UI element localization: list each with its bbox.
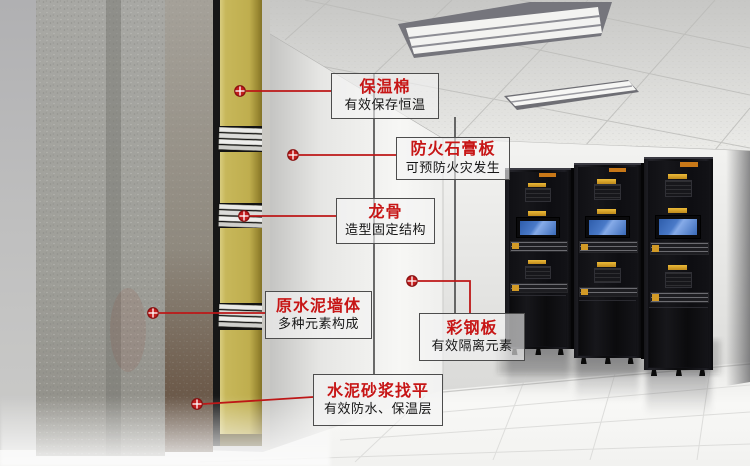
rack-lower-door — [578, 300, 637, 356]
rack-equipment-module — [594, 184, 621, 200]
rack-foot — [580, 358, 587, 364]
vent-tag — [651, 294, 659, 301]
callout-fireproof-gypsum-board: 防火石膏板 可预防火灾发生 — [396, 137, 510, 180]
rack-brand-label — [608, 168, 627, 173]
vent-tag — [651, 244, 659, 253]
rack-lower-door — [648, 306, 709, 367]
rack-foot — [675, 370, 682, 376]
rack-vent-row — [649, 291, 710, 304]
rack-label-chip — [528, 211, 546, 216]
rack-label-chip — [668, 207, 687, 213]
callout-subtitle: 有效隔离元素 — [431, 338, 513, 354]
rack-vent-row — [579, 241, 638, 253]
callout-subtitle: 多种元素构成 — [277, 316, 359, 332]
rack-label-chip — [597, 209, 616, 215]
concrete-stain — [110, 288, 146, 372]
callout-title: 彩钢板 — [446, 319, 498, 337]
concrete-texture — [36, 0, 165, 456]
rack-label-chip — [528, 182, 546, 188]
rack-foot — [604, 358, 611, 364]
background-wall-layer — [0, 0, 36, 450]
callout-title: 防火石膏板 — [410, 141, 496, 159]
server-rack-3 — [644, 157, 713, 376]
gypsum-edge — [262, 0, 270, 450]
rack-equipment-module — [664, 180, 693, 197]
callout-original-cement-wall: 原水泥墙体 多种元素构成 — [265, 291, 372, 339]
rack-foot — [535, 349, 542, 355]
rack-label-chip — [668, 173, 687, 180]
rack-equipment-module — [664, 271, 693, 288]
rack-monitor-screen — [584, 216, 630, 239]
rack-equipment-module — [524, 187, 552, 203]
rack-vent-row — [649, 242, 710, 255]
rack-brand-label — [679, 162, 698, 168]
rack-foot — [627, 358, 634, 364]
keel-bracket — [218, 203, 268, 229]
rack-label-chip — [597, 261, 616, 267]
rack-label-chip — [668, 264, 687, 270]
server-rack-2 — [574, 163, 641, 364]
callout-title: 原水泥墙体 — [275, 297, 361, 315]
rack-monitor-screen — [655, 214, 702, 240]
callout-subtitle: 造型固定结构 — [344, 222, 426, 238]
rack-label-chip — [528, 259, 546, 265]
rack-vent-row — [510, 240, 568, 252]
layer-gap-shadow — [213, 0, 220, 446]
rack-vent-row — [579, 286, 638, 298]
callout-subtitle: 有效保存恒温 — [344, 97, 426, 113]
callout-subtitle: 有效防水、保温层 — [323, 401, 432, 417]
ceiling-texture — [263, 0, 750, 151]
vent-tag — [512, 243, 519, 250]
callout-keel: 龙骨 造型固定结构 — [336, 198, 435, 244]
rack-gap — [571, 168, 574, 349]
vent-tag — [581, 243, 589, 251]
rack-foot — [650, 370, 658, 376]
callout-title: 龙骨 — [368, 203, 403, 221]
rack-brand-label — [539, 172, 557, 177]
rack-gap — [641, 163, 644, 359]
rack-foot — [557, 349, 564, 355]
rack-foot — [699, 370, 706, 376]
callout-color-steel-plate: 彩钢板 有效隔离元素 — [419, 313, 525, 361]
vent-tag — [512, 284, 519, 291]
screen-glass — [519, 220, 556, 235]
ceiling-light-fixture — [504, 80, 639, 110]
callout-title: 水泥砂浆找平 — [326, 382, 429, 400]
floor-fog — [0, 396, 330, 466]
keel-bracket — [218, 303, 268, 330]
rack-vent-row — [510, 282, 568, 293]
callout-subtitle: 可预防火灾发生 — [405, 159, 501, 175]
callout-insulation-cotton: 保温棉 有效保存恒温 — [331, 73, 439, 119]
callout-title: 保温棉 — [359, 78, 411, 96]
screen-glass — [588, 219, 626, 235]
keel-bracket — [218, 126, 268, 152]
callout-cement-mortar-leveling: 水泥砂浆找平 有效防水、保温层 — [313, 374, 443, 426]
rack-equipment-module — [594, 268, 621, 283]
rack-monitor-screen — [515, 217, 560, 239]
concrete-seam — [106, 0, 121, 456]
ceiling-light-fixture — [398, 2, 612, 58]
right-edge-shadow — [726, 150, 750, 386]
mortar-texture — [165, 0, 213, 452]
rack-label-chip — [597, 178, 616, 184]
rack-equipment-module — [524, 265, 552, 280]
vent-tag — [581, 288, 589, 295]
screen-glass — [659, 218, 698, 236]
